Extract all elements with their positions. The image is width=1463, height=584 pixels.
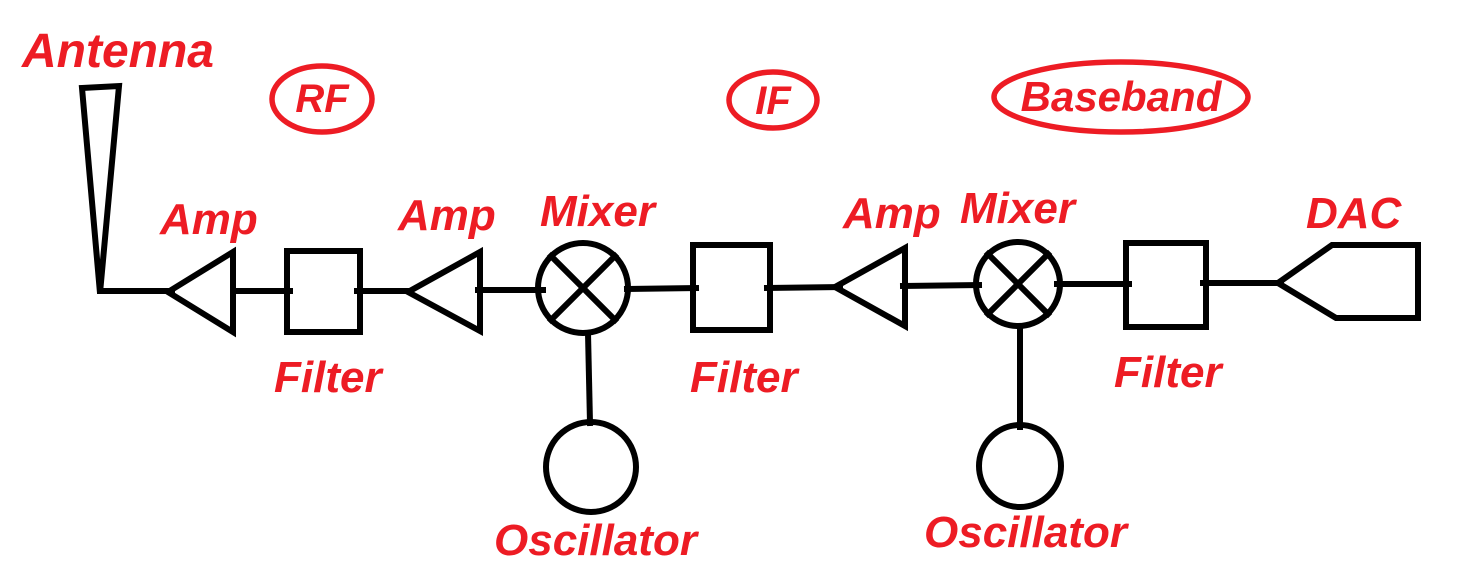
wire-filter-amp-if — [763, 283, 844, 292]
antenna-label: Antenna — [22, 25, 214, 78]
mixer-if-label: Mixer — [960, 184, 1075, 233]
dac-label: DAC — [1306, 189, 1402, 238]
filter-bb-icon — [1123, 240, 1209, 330]
amp-rf-drv-icon — [401, 246, 483, 337]
mixer-rf-label: Mixer — [540, 187, 655, 236]
amp-rf-out-label: Amp — [160, 195, 258, 244]
mixer-rf-icon — [535, 240, 631, 427]
amp-if-icon — [828, 242, 908, 332]
wire-amp-mixer-if — [899, 281, 983, 290]
mixer-if-icon — [973, 239, 1063, 430]
filter-rf-label: Filter — [274, 353, 382, 402]
rf-stage-label: RF — [295, 77, 349, 121]
oscillator-rf-icon — [543, 419, 639, 515]
if-stage-label: IF — [755, 79, 791, 123]
if-stage-bubble — [726, 69, 820, 131]
filter-bb-label: Filter — [1114, 348, 1222, 397]
wire-mixer-filter-if — [623, 284, 700, 293]
filter-rf-icon — [284, 248, 363, 335]
amp-rf-drv-label: Amp — [398, 191, 496, 240]
amp-rf-out-icon — [162, 246, 236, 338]
dac-icon — [1272, 242, 1421, 321]
oscillator-rf-label: Oscillator — [494, 516, 697, 565]
filter-if-label: Filter — [690, 353, 798, 402]
baseband-stage-label: Baseband — [1020, 73, 1222, 120]
rf-stage-bubble — [269, 63, 375, 135]
filter-if-icon — [690, 242, 773, 333]
oscillator-if-label: Oscillator — [924, 508, 1127, 557]
oscillator-if-icon — [976, 422, 1064, 510]
amp-if-label: Amp — [843, 189, 941, 238]
baseband-stage-bubble — [991, 59, 1251, 135]
antenna-icon — [78, 82, 123, 294]
